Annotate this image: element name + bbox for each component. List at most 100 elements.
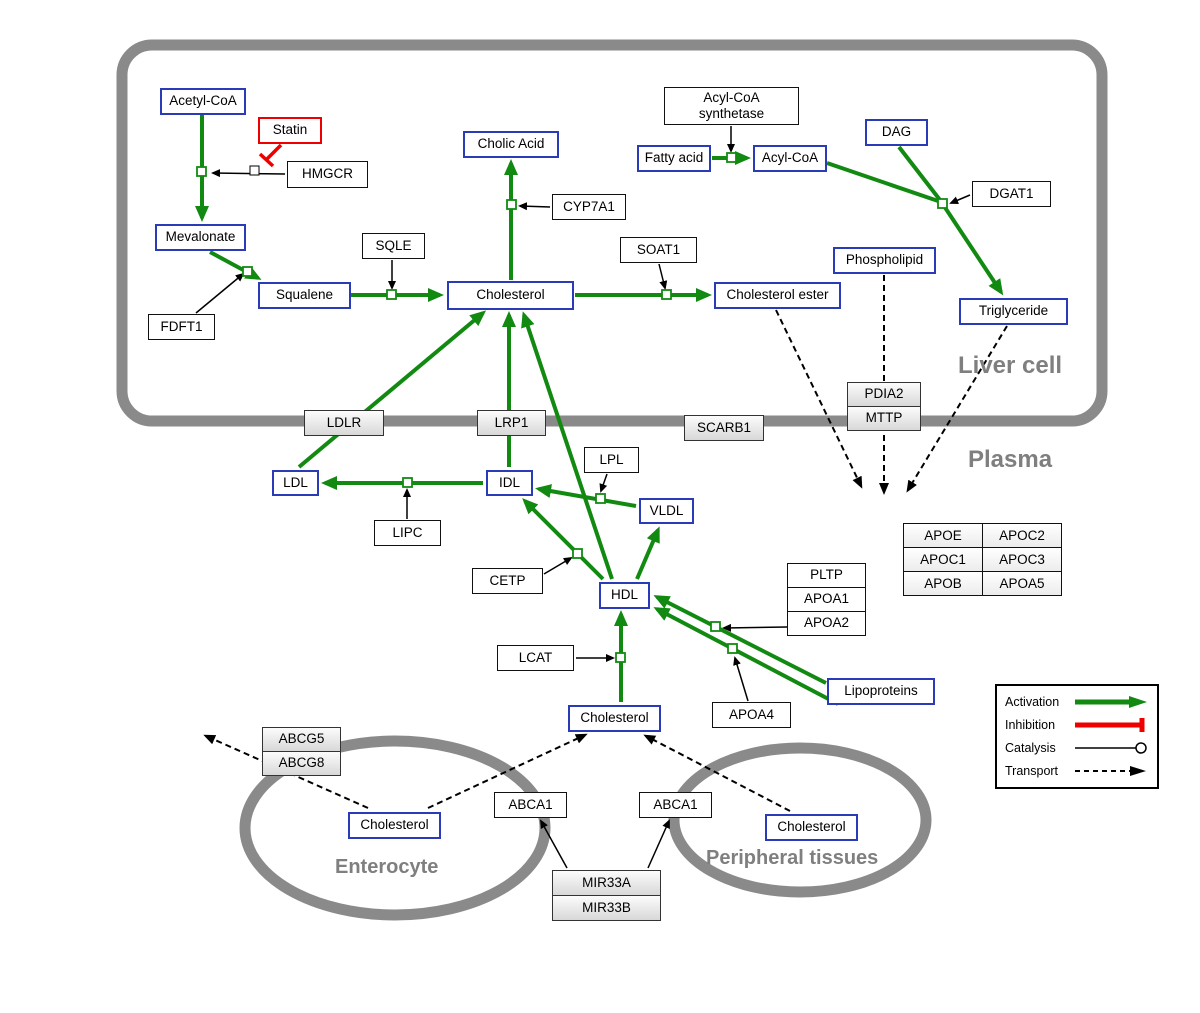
transport-enterocyte-cholesterol-plasma	[427, 733, 588, 809]
transport-dashed-arrow-icon	[1075, 765, 1146, 776]
apo-cell-apoc3[interactable]: APOC3	[982, 547, 1062, 572]
reaction-nodes	[196, 152, 948, 663]
legend-transport-row: Transport	[1005, 763, 1149, 779]
node-lrp1[interactable]: LRP1	[477, 410, 546, 436]
inhibition-statin-tbar	[258, 152, 275, 168]
node-abca1-peripheral[interactable]: ABCA1	[639, 792, 712, 818]
reaction-node	[572, 548, 583, 559]
catalysis-edges	[195, 126, 971, 869]
node-scarb1[interactable]: SCARB1	[684, 415, 764, 441]
node-cholic-acid[interactable]: Cholic Acid	[463, 131, 559, 158]
node-cholesterol-peripheral[interactable]: Cholesterol	[765, 814, 858, 841]
catalysis-cetp	[543, 556, 573, 575]
node-lcat[interactable]: LCAT	[497, 645, 574, 671]
node-abcg5[interactable]: ABCG5	[262, 727, 341, 752]
activation-junction-triglyceride	[942, 204, 1004, 296]
inhibition-statin-line	[264, 143, 283, 162]
node-idl[interactable]: IDL	[486, 470, 533, 496]
node-acyl-coa-synthetase[interactable]: Acyl-CoA synthetase	[664, 87, 799, 125]
reaction-node	[196, 166, 207, 177]
reaction-node	[595, 493, 606, 504]
liver-cell-membrane	[116, 39, 1108, 427]
node-fdft1[interactable]: FDFT1	[148, 314, 215, 340]
activation-hdl-cholesterol	[521, 311, 614, 580]
node-lipc[interactable]: LIPC	[374, 520, 441, 546]
node-cholesterol-enterocyte[interactable]: Cholesterol	[348, 812, 441, 839]
activation-arrow-icon	[1075, 696, 1147, 709]
legend-activation-label: Activation	[1005, 695, 1060, 710]
node-hdl[interactable]: HDL	[599, 582, 650, 609]
node-squalene[interactable]: Squalene	[258, 282, 351, 309]
catalysis-apoa4	[733, 656, 749, 702]
apo-cell-apoe[interactable]: APOE	[903, 523, 983, 548]
reaction-node	[615, 652, 626, 663]
node-soat1[interactable]: SOAT1	[620, 237, 697, 263]
node-cetp[interactable]: CETP	[472, 568, 543, 594]
activation-acylcoa-junction	[826, 161, 942, 204]
catalysis-cyp7a1	[518, 202, 551, 211]
node-pdia2[interactable]: PDIA2	[847, 382, 921, 407]
node-mttp[interactable]: MTTP	[847, 406, 921, 431]
node-mevalonate[interactable]: Mevalonate	[155, 224, 246, 251]
activation-dag-junction	[897, 145, 942, 202]
transport-cholesterolester-plasma	[775, 309, 863, 489]
node-mir33b[interactable]: MIR33B	[552, 895, 661, 921]
catalysis-hmgcr	[211, 169, 286, 178]
node-statin[interactable]: Statin	[258, 117, 322, 144]
apo-cell-apob[interactable]: APOB	[903, 571, 983, 596]
peripheral-tissues-label: Peripheral tissues	[706, 847, 879, 869]
node-mir33a[interactable]: MIR33A	[552, 870, 661, 896]
catalysis-dgat1	[949, 194, 971, 204]
reaction-node	[726, 152, 737, 163]
node-cyp7a1[interactable]: CYP7A1	[552, 194, 626, 220]
apo-cell-apoc1[interactable]: APOC1	[903, 547, 983, 572]
node-dgat1[interactable]: DGAT1	[972, 181, 1051, 207]
node-dag[interactable]: DAG	[865, 119, 928, 146]
transport-peripheral-cholesterol-plasma	[643, 734, 791, 812]
node-apoa1[interactable]: APOA1	[787, 587, 866, 612]
legend-transport-label: Transport	[1005, 763, 1059, 778]
node-ldlr[interactable]: LDLR	[304, 410, 384, 436]
reaction-node	[402, 477, 413, 488]
legend-inhibition-label: Inhibition	[1005, 718, 1056, 733]
legend-catalysis-label: Catalysis	[1005, 740, 1056, 755]
node-acetyl-coa[interactable]: Acetyl-CoA	[160, 88, 246, 115]
node-sqle[interactable]: SQLE	[362, 233, 425, 259]
apo-cell-apoa5[interactable]: APOA5	[982, 571, 1062, 596]
legend: Activation Inhibition Catalysis Transpor…	[995, 684, 1159, 789]
node-abcg8[interactable]: ABCG8	[262, 751, 341, 776]
node-lpl[interactable]: LPL	[584, 447, 639, 473]
inhibition-tbar-icon	[1075, 718, 1145, 733]
node-apoa4[interactable]: APOA4	[712, 702, 791, 728]
apo-cell-apoc2[interactable]: APOC2	[982, 523, 1062, 548]
activation-hdl-idl-cetp	[522, 498, 605, 581]
node-triglyceride[interactable]: Triglyceride	[959, 298, 1068, 325]
node-phospholipid[interactable]: Phospholipid	[833, 247, 936, 274]
node-apoa2[interactable]: APOA2	[787, 611, 866, 636]
activation-ldl-cholesterol-ldlr	[297, 310, 487, 469]
catalysis-circle-icon	[1075, 742, 1147, 754]
catalysis-soat1	[658, 263, 668, 290]
node-cholesterol-plasma[interactable]: Cholesterol	[568, 705, 661, 732]
reaction-node	[242, 266, 253, 277]
node-lipoproteins[interactable]: Lipoproteins	[827, 678, 935, 705]
liver-cell-label: Liver cell	[958, 352, 1063, 379]
node-abca1-enterocyte[interactable]: ABCA1	[494, 792, 567, 818]
node-vldl[interactable]: VLDL	[639, 498, 694, 524]
reaction-node	[661, 289, 672, 300]
transport-triglyceride-plasma	[906, 325, 1008, 493]
reaction-node	[386, 289, 397, 300]
node-hmgcr[interactable]: HMGCR	[287, 161, 368, 188]
node-acyl-coa[interactable]: Acyl-CoA	[753, 145, 827, 172]
node-cholesterol-ester[interactable]: Cholesterol ester	[714, 282, 841, 309]
node-pltp[interactable]: PLTP	[787, 563, 866, 588]
node-cholesterol-liver[interactable]: Cholesterol	[447, 281, 574, 310]
node-ldl[interactable]: LDL	[272, 470, 319, 496]
enterocyte-label: Enterocyte	[335, 856, 439, 878]
node-fatty-acid[interactable]: Fatty acid	[637, 145, 711, 172]
transport-edges	[203, 275, 1008, 812]
activation-lipoproteins-hdl-1	[653, 595, 827, 685]
inhibition-edges	[258, 143, 283, 168]
